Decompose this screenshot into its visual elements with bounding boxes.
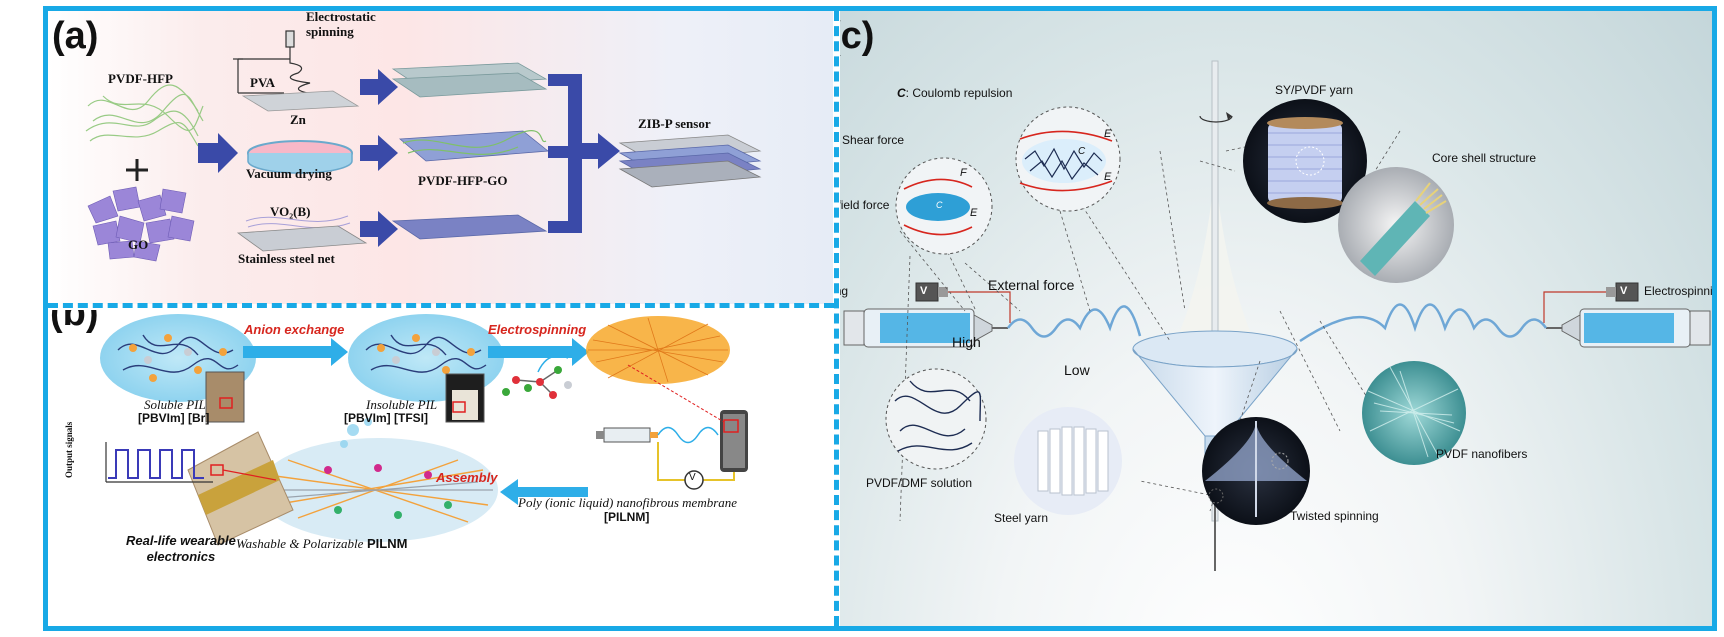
label-v-left: V	[920, 285, 928, 297]
panel-c-graphics	[843, 60, 1711, 571]
label-output-signals: Output signals	[64, 421, 74, 478]
electrospinning-device	[596, 410, 748, 490]
plus-icon	[126, 159, 148, 181]
label-washable: Washable & Polarizable PILNM	[236, 536, 408, 551]
label-pvdf-hfp: PVDF-HFP	[108, 71, 173, 86]
inset-label-c2: C	[1078, 146, 1086, 157]
label-v-right: V	[1620, 285, 1628, 297]
label-coulomb: C: Coulomb repulsion	[897, 86, 1013, 100]
right-syringe	[1546, 308, 1711, 348]
arrow-to-middle	[198, 133, 238, 173]
label-external-force: External force	[988, 277, 1075, 293]
right-voltage-source	[1543, 282, 1639, 323]
arrow-row3	[360, 211, 398, 247]
electrospinning-arrow	[488, 338, 589, 366]
inset-label-e1: E	[970, 207, 978, 219]
pva-sheet	[241, 90, 360, 112]
pvdf-hfp-go-sheet	[398, 130, 550, 162]
panel-c: (c) C: Coulomb repulsion F: Shear force …	[840, 11, 1712, 626]
label-zib-p-sensor: ZIB-P sensor	[638, 116, 711, 131]
output-signal-plot	[105, 442, 213, 483]
panel-divider-horizontal	[48, 303, 834, 308]
label-stainless-steel-net: Stainless steel net	[238, 251, 335, 266]
label-anion-exchange: Anion exchange	[244, 322, 345, 337]
label-insoluble-formula: [PBVIm] [TFSI]	[344, 411, 428, 425]
left-voltage-source	[915, 282, 1011, 323]
label-low: Low	[1064, 362, 1090, 378]
label-high: High	[952, 334, 981, 350]
anion-exchange-arrow	[243, 338, 348, 366]
go-flakes	[87, 186, 195, 262]
panel-b-label: (b)	[50, 310, 99, 334]
pvdf-dmf-inset	[885, 368, 987, 470]
panel-a-graphics	[85, 30, 762, 262]
inset-label-e2: E	[1104, 128, 1112, 140]
merge-bracket	[548, 74, 620, 233]
label-pva: PVA	[250, 75, 276, 90]
right-jet	[1299, 303, 1548, 343]
label-pvdf-hfp-go: PVDF-HFP-GO	[418, 173, 508, 188]
figure-frame	[43, 6, 1717, 631]
tfsi-molecule	[502, 366, 572, 399]
wearable-device	[187, 431, 294, 546]
label-vacuum-drying: Vacuum drying	[246, 166, 332, 181]
label-electrostatic-spinning: Electrostatic spinning	[306, 11, 376, 39]
label-soluble-pil: Soluble PIL	[144, 397, 206, 412]
label-pilnm: [PILNM]	[604, 510, 650, 524]
label-real-life: Real-life wearable electronics	[126, 533, 236, 564]
label-soluble-formula: [PBVIm] [Br]	[138, 411, 210, 425]
label-steel-yarn: Steel yarn	[994, 511, 1049, 525]
panel-a: (a) PVDF-HFP GO Electrostatic spinning P…	[48, 11, 833, 304]
label-vo2b: VO₂(B)	[270, 204, 311, 219]
label-shear: F: Shear force	[840, 133, 905, 147]
label-electrospinning-right: Electrospinning	[1644, 284, 1712, 298]
arrow-row2	[360, 135, 398, 171]
left-jet	[1006, 305, 1142, 338]
label-core-shell: Core shell structure	[1432, 151, 1537, 165]
label-twisted-spinning: Twisted spinning	[1290, 509, 1379, 523]
stainless-steel-net	[236, 225, 368, 252]
panel-divider-vertical	[834, 11, 839, 626]
electrospinning-setup	[233, 30, 311, 94]
panel-b: (b) Anion exchange Electrospinning Solub…	[48, 310, 833, 626]
vo2-sheet	[391, 214, 548, 240]
label-electric: E: Electric field force	[840, 198, 890, 212]
rotation-icon	[1199, 115, 1233, 123]
inset-label-f: F	[960, 167, 967, 179]
soluble-vial-photo	[205, 371, 245, 423]
arrow-row1	[360, 69, 398, 105]
label-electrospinning-b: Electrospinning	[488, 322, 587, 337]
label-membrane: Poly (ionic liquid) nanofibrous membrane	[518, 495, 738, 510]
left-syringe	[843, 308, 1008, 348]
assembly-arrow	[500, 479, 588, 505]
panel-b-graphics	[100, 314, 748, 546]
label-sy-pvdf-yarn: SY/PVDF yarn	[1275, 83, 1354, 97]
label-electrospinning-left: Electrospinning	[840, 284, 849, 298]
label-go: GO	[128, 237, 149, 252]
label-pvdf-dmf: PVDF/DMF solution	[866, 476, 973, 490]
label-assembly: Assembly	[436, 470, 498, 485]
panel-a-label: (a)	[52, 15, 99, 57]
panel-c-label: (c)	[840, 15, 875, 57]
pvdf-hfp-fibers	[85, 84, 204, 147]
inset-label-e3: E	[1104, 171, 1112, 183]
label-pvdf-nanofibers: PVDF nanofibers	[1436, 447, 1528, 461]
label-insoluble-pil: Insoluble PIL	[366, 397, 438, 412]
funnel-body	[1132, 347, 1298, 437]
inset-label-c1: C	[936, 200, 943, 210]
label-zn: Zn	[290, 112, 306, 127]
label-voltmeter: V	[689, 472, 696, 483]
